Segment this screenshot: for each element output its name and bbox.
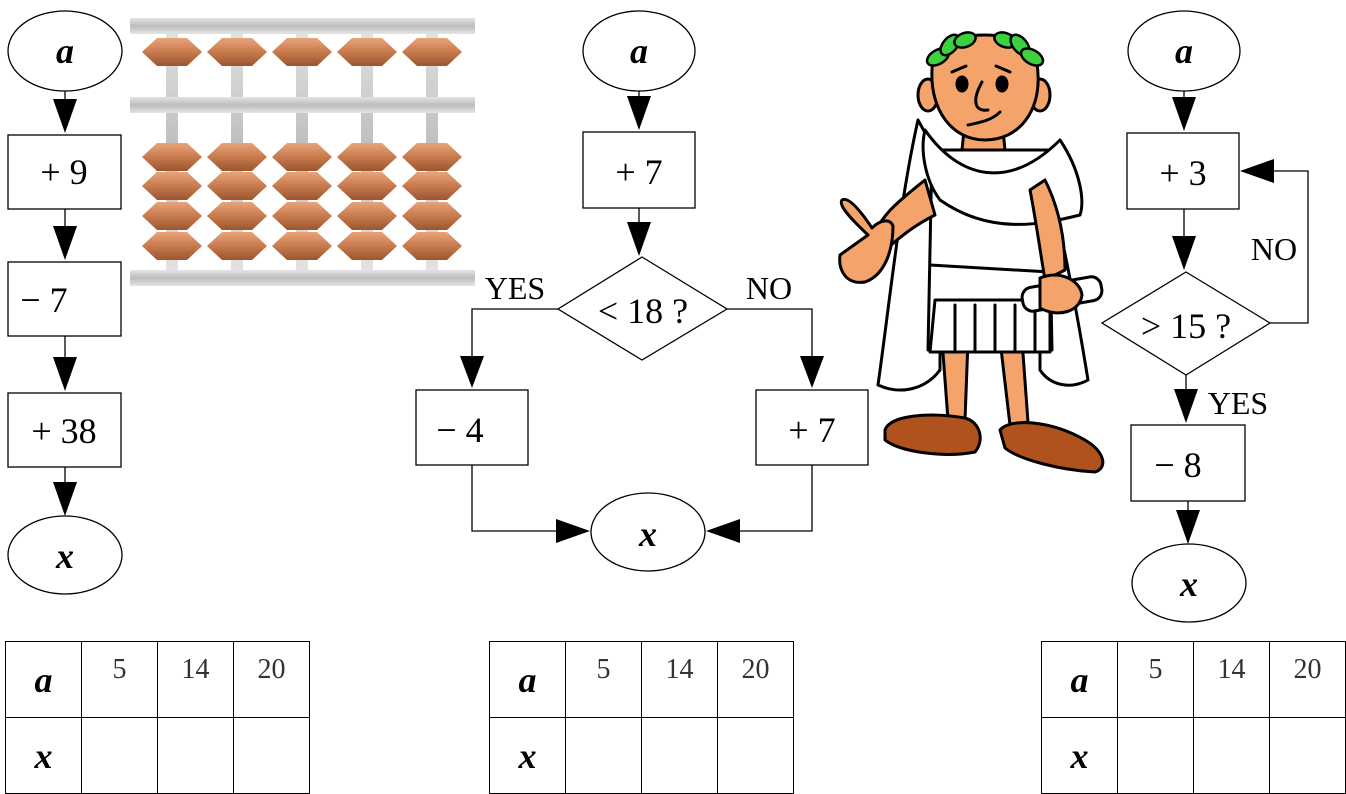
table-answer-cell[interactable] xyxy=(1117,717,1194,794)
arrow-head xyxy=(53,226,77,260)
fc2-no-step-box xyxy=(755,389,869,466)
arrow-head xyxy=(706,519,740,543)
fc2-yes-step-label: − 4 xyxy=(436,410,483,450)
abacus-middle-bar xyxy=(130,97,475,113)
table-input-cell: 5 xyxy=(81,641,158,718)
fc3-step-box xyxy=(1126,132,1240,210)
fc3-input-label: a xyxy=(1175,31,1193,71)
fc2-no-label: NO xyxy=(746,270,792,306)
arrow-head xyxy=(53,482,77,516)
table-row-head-a: a xyxy=(489,641,566,718)
arrow-head xyxy=(1176,510,1200,544)
fc3-no-label: NO xyxy=(1251,231,1297,267)
fc3-step-label: + 3 xyxy=(1159,153,1206,193)
table-input-cell: 20 xyxy=(717,641,794,718)
fc1-output-label: x xyxy=(55,536,74,576)
fc3-decision-label: > 15 ? xyxy=(1141,306,1231,346)
table-answer-cell[interactable] xyxy=(233,717,310,794)
fc1-output-terminal xyxy=(7,515,123,595)
abacus-top-bar xyxy=(130,18,475,34)
arrow-head xyxy=(53,357,77,391)
table-answer-cell[interactable] xyxy=(1193,717,1270,794)
abacus-bottom-bar xyxy=(130,270,475,286)
table-answer-cell[interactable] xyxy=(81,717,158,794)
io-table-3: a 5 14 20 x xyxy=(1041,641,1346,794)
roman-man-illustration xyxy=(838,31,1105,474)
arrow-head xyxy=(1240,159,1274,183)
fc2-output-label: x xyxy=(638,514,657,554)
abacus-upper-beads xyxy=(142,38,462,66)
arrow-head xyxy=(53,99,77,133)
fc2-input-label: a xyxy=(630,31,648,71)
table-row-head-x: x xyxy=(489,717,566,794)
io-table-2: a 5 14 20 x xyxy=(489,641,794,794)
abacus-lower-beads xyxy=(142,143,462,260)
table-input-cell: 14 xyxy=(641,641,718,718)
arrow-head xyxy=(460,356,484,388)
fc1-step-3-box xyxy=(7,392,122,468)
fc3-output-label: x xyxy=(1179,564,1198,604)
fc2-no-step-label: + 7 xyxy=(788,410,835,450)
table-answer-cell[interactable] xyxy=(1269,717,1346,794)
arrow-head xyxy=(1172,236,1196,270)
table-answer-cell[interactable] xyxy=(641,717,718,794)
table-input-cell: 14 xyxy=(157,641,234,718)
table-answer-cell[interactable] xyxy=(717,717,794,794)
fc3-output-terminal xyxy=(1131,543,1247,623)
fc3-yes-step-label: − 8 xyxy=(1154,445,1201,485)
fc1-step-1-label: + 9 xyxy=(40,152,87,192)
fc2-step-box xyxy=(582,131,696,209)
io-table-1: a 5 14 20 x xyxy=(5,641,310,794)
fc2-step-label: + 7 xyxy=(615,152,662,192)
table-input-cell: 5 xyxy=(565,641,642,718)
fc1-step-2-label: − 7 xyxy=(20,280,67,320)
arrow-head xyxy=(627,96,651,130)
fc2-yes-step-box xyxy=(415,389,529,466)
table-row-head-x: x xyxy=(5,717,82,794)
arrow-head xyxy=(627,222,651,256)
table-input-cell: 5 xyxy=(1117,641,1194,718)
fc2-output-terminal xyxy=(590,492,706,572)
table-answer-cell[interactable] xyxy=(157,717,234,794)
fc3-yes-step-box xyxy=(1130,424,1246,502)
arrow-head xyxy=(1174,389,1198,423)
fc1-step-3-label: + 38 xyxy=(31,411,96,451)
flowchart-2: a + 7 < 18 ? YES NO − 4 + 7 x xyxy=(415,10,869,572)
fc1-step-1-box xyxy=(7,134,122,210)
table-answer-cell[interactable] xyxy=(565,717,642,794)
fc3-yes-label: YES xyxy=(1208,385,1268,421)
arrow-head xyxy=(1172,97,1196,131)
table-input-cell: 14 xyxy=(1193,641,1270,718)
abacus-illustration xyxy=(130,18,475,286)
arrow-head xyxy=(556,519,590,543)
arrow-head xyxy=(800,356,824,388)
fc1-input-label: a xyxy=(56,31,74,71)
flowchart-1: a + 9 − 7 + 38 x xyxy=(7,10,123,595)
flowchart-3: a + 3 > 15 ? NO YES − 8 x xyxy=(1100,10,1309,623)
table-row-head-a: a xyxy=(5,641,82,718)
fc2-decision-diamond xyxy=(556,256,729,361)
table-row-head-x: x xyxy=(1041,717,1118,794)
fc2-decision-label: < 18 ? xyxy=(598,291,688,331)
table-input-cell: 20 xyxy=(233,641,310,718)
table-row-head-a: a xyxy=(1041,641,1118,718)
fc2-yes-label: YES xyxy=(485,270,545,306)
table-input-cell: 20 xyxy=(1269,641,1346,718)
